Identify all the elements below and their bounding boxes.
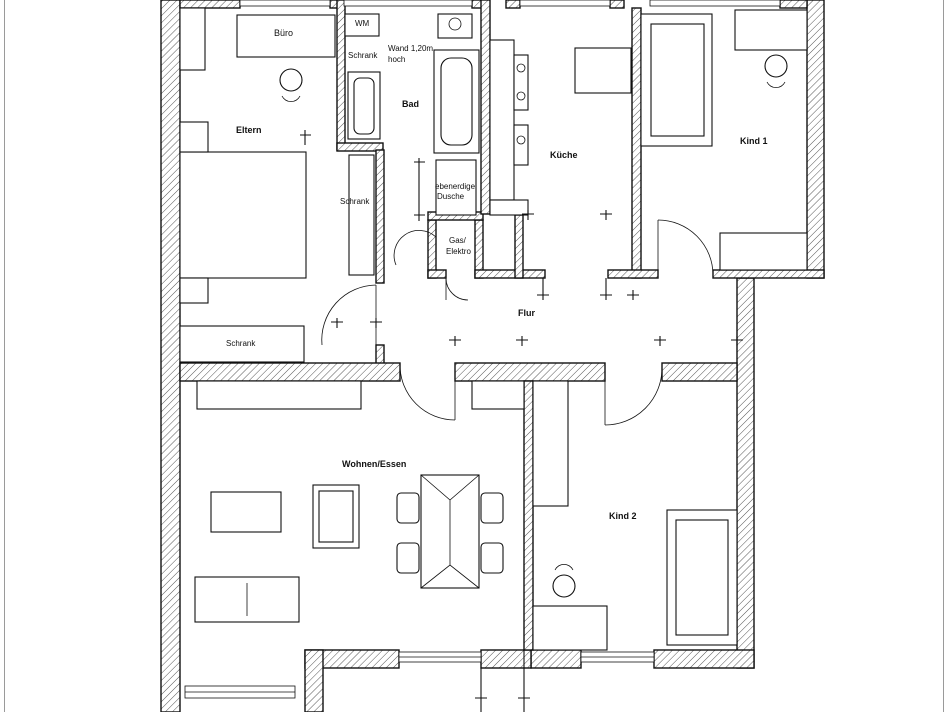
office-chair-kind1 [764, 54, 788, 88]
shower-label-line2: Dusche [437, 192, 465, 201]
exterior-walls [160, 0, 825, 712]
room-label-wohnen: Wohnen/Essen [342, 459, 407, 469]
interior-walls [179, 0, 738, 651]
room-label-kind1: Kind 1 [740, 136, 768, 146]
dimension-marks [300, 130, 743, 712]
utility-label-line2: Elektro [446, 247, 471, 256]
room-label-bad: Bad [402, 99, 420, 109]
windows [184, 0, 781, 699]
right-page-border [943, 0, 944, 712]
furniture-label-schrank-bad: Schrank [348, 51, 378, 60]
doors [321, 219, 714, 426]
furniture-label-schrank-eltern: Schrank [340, 197, 370, 206]
shower-label-line1: ebenerdige [435, 182, 476, 191]
room-label-flur: Flur [518, 308, 535, 318]
office-chair-kind2 [552, 564, 576, 598]
utility-label-line1: Gas/ [449, 236, 466, 245]
wall-note-line2: hoch [388, 55, 406, 64]
office-chair-eltern [279, 68, 303, 102]
room-label-kind2: Kind 2 [609, 511, 637, 521]
room-label-kueche: Küche [550, 150, 578, 160]
wall-note-line1: Wand 1,20m [388, 44, 434, 53]
furniture [179, 7, 808, 651]
furniture-label-wm: WM [355, 19, 370, 28]
furniture-label-buero: Büro [274, 28, 294, 38]
left-page-border [4, 0, 5, 712]
furniture-label-schrank-flur: Schrank [226, 339, 256, 348]
room-label-eltern: Eltern [236, 125, 262, 135]
